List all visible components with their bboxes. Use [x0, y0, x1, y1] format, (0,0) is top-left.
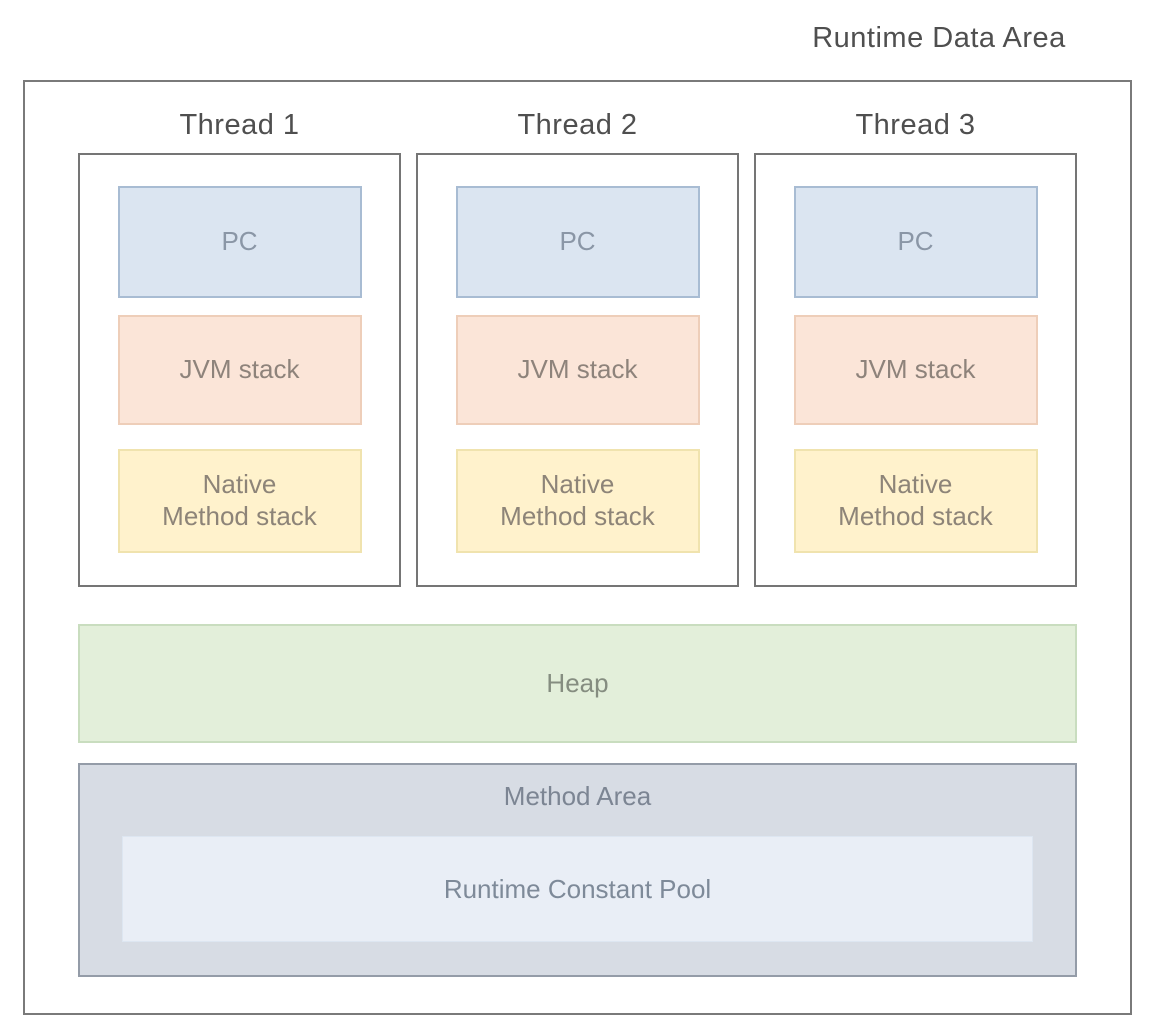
- diagram-title: Runtime Data Area: [812, 22, 1066, 54]
- heap-box: Heap: [78, 624, 1077, 743]
- jvm-stack-box: JVM stack: [455, 315, 700, 425]
- pc-box: PC: [117, 186, 362, 298]
- thread-3-box: PC JVM stack Native Method stack: [754, 153, 1077, 587]
- thread-1-box: PC JVM stack Native Method stack: [78, 153, 401, 587]
- thread-2-label: Thread 2: [517, 109, 638, 141]
- pc-box: PC: [793, 186, 1038, 298]
- thread-column-2: Thread 2 PC JVM stack Native Method stac…: [416, 102, 739, 587]
- thread-2-box: PC JVM stack Native Method stack: [416, 153, 739, 587]
- method-area-label: Method Area: [503, 781, 652, 811]
- runtime-constant-pool-box: Runtime Constant Pool: [122, 836, 1033, 942]
- thread-3-label: Thread 3: [855, 109, 976, 141]
- thread-1-label: Thread 1: [179, 109, 300, 141]
- native-method-stack-box: Native Method stack: [793, 449, 1038, 553]
- jvm-stack-box: JVM stack: [793, 315, 1038, 425]
- thread-column-3: Thread 3 PC JVM stack Native Method stac…: [754, 102, 1077, 587]
- runtime-data-area-container: Thread 1 PC JVM stack Native Method stac…: [23, 80, 1132, 1015]
- method-area-box: Method Area Runtime Constant Pool: [78, 763, 1077, 977]
- threads-row: Thread 1 PC JVM stack Native Method stac…: [78, 102, 1077, 587]
- native-method-stack-box: Native Method stack: [117, 449, 362, 553]
- pc-box: PC: [455, 186, 700, 298]
- native-method-stack-box: Native Method stack: [455, 449, 700, 553]
- thread-column-1: Thread 1 PC JVM stack Native Method stac…: [78, 102, 401, 587]
- jvm-stack-box: JVM stack: [117, 315, 362, 425]
